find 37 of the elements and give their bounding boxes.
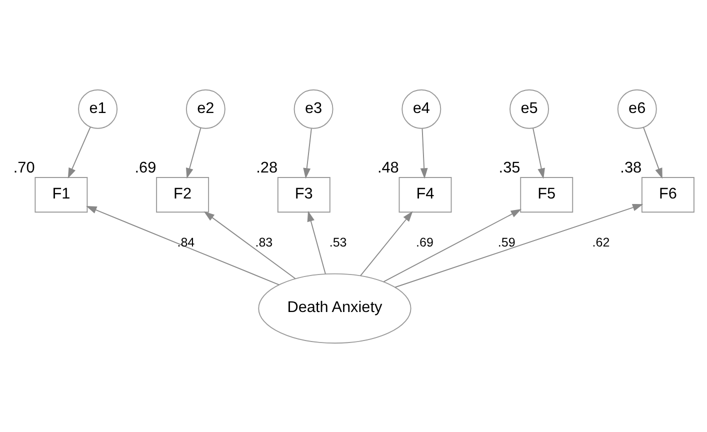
arrow (360, 210, 413, 276)
arrow (307, 210, 326, 274)
node-circle: e4 (402, 88, 442, 128)
edge-label: .59 (498, 234, 516, 249)
node-circle: e6 (617, 88, 657, 128)
arrow (204, 210, 296, 279)
edge-label: .53 (329, 234, 347, 249)
node-box: F6 (641, 176, 694, 212)
arrow (68, 126, 91, 178)
node-ellipse: Death Anxiety (258, 272, 412, 344)
node-box: F5 (520, 176, 574, 212)
node-label: .28 (256, 158, 278, 176)
node-circle: e5 (510, 88, 550, 128)
node-label: .38 (620, 158, 642, 176)
node-circle: e2 (186, 88, 226, 128)
node-circle: e3 (294, 88, 334, 128)
arrow (394, 203, 644, 288)
node-box: F3 (277, 176, 330, 212)
node-box: F2 (156, 176, 210, 212)
node-box: F4 (398, 176, 452, 212)
edge-label: .62 (592, 234, 610, 249)
node-label: .35 (498, 158, 520, 176)
node-box: F1 (34, 176, 88, 212)
arrow (383, 208, 522, 282)
edge-label: .69 (416, 234, 434, 249)
arrow (86, 205, 280, 285)
arrow (643, 126, 662, 178)
arrow (420, 128, 428, 178)
node-label: .70 (13, 158, 35, 176)
arrow (303, 128, 312, 178)
arrow (532, 127, 545, 178)
node-label: .69 (134, 158, 156, 176)
node-circle: e1 (78, 88, 118, 128)
arrow (186, 126, 202, 178)
edge-label: .84 (177, 234, 195, 249)
edge-label: .83 (255, 234, 273, 249)
node-label: .48 (377, 158, 399, 176)
